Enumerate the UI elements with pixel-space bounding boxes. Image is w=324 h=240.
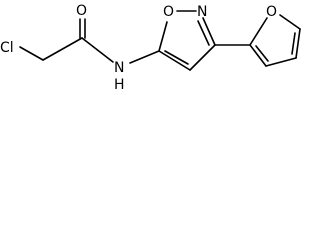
bond-isoxazole-c4-c5 [158,50,191,71]
bond-furan-c2-o [249,17,268,46]
bond-furan-c5-c4 [295,28,301,59]
molecule-canvas: Cl O N H O N O [0,0,324,96]
atom-carbonyl-oxygen: O [76,3,87,19]
atom-amide-nitrogen: N [114,60,124,76]
atom-furan-oxygen: O [266,4,277,20]
bond-isoxazole-c4-c5-inner [164,50,189,65]
bond-isoxazole-n-c3-inner [197,20,210,46]
bond-cl-ch2 [19,46,44,61]
bond-furan-o-c5 [279,14,301,30]
atom-isoxazole-nitrogen: N [197,4,207,20]
bond-furan-c2-c3-inner [255,45,269,62]
bond-nitrogen-ring [129,50,160,64]
bond-ch2-carbonyl [42,37,83,61]
bond-furan-c4-c5-inner [291,32,296,55]
atom-isoxazole-oxygen: O [163,4,174,20]
atom-chlorine: Cl [0,40,14,56]
bond-furan-c3-c2 [249,44,267,67]
bond-isoxazole-c5-o [158,21,168,52]
bond-carbonyl-nitrogen [81,37,114,63]
bond-isoxazole-c3-c4 [189,44,216,71]
structure-drawing: Cl O N H O N O [0,3,301,93]
bond-furan-c4-c3 [265,57,297,67]
atom-amide-hydrogen: H [114,77,125,93]
bond-isoxazole-n-c3 [202,17,216,46]
